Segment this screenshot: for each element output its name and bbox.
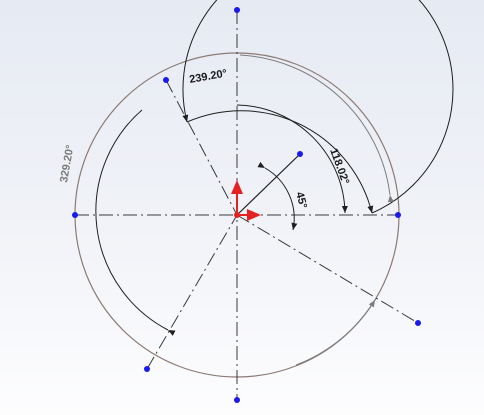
construction-line-lower-left[interactable] [146, 214, 238, 370]
sketch-point-right[interactable] [395, 212, 401, 218]
dimension-label-239[interactable]: 239.20° [188, 68, 228, 86]
dimension-arc-329-lower[interactable] [295, 299, 376, 366]
construction-line-upper-left[interactable] [165, 79, 238, 216]
dimension-label-329[interactable]: 329.20° [58, 144, 76, 184]
construction-line-lower-right[interactable] [236, 214, 419, 324]
dimension-arc-45[interactable] [257, 161, 298, 231]
sketch-point-left[interactable] [72, 212, 78, 218]
sketch-line-45[interactable] [236, 153, 301, 216]
sketch-point-45[interactable] [297, 151, 303, 157]
sketch-point-top[interactable] [234, 7, 240, 13]
dimension-arc-239[interactable] [182, 0, 454, 214]
dimension-arc-239-start [186, 110, 374, 214]
sketch-point-upper-left[interactable] [163, 77, 169, 83]
dimension-arc-329-outer[interactable] [239, 54, 394, 203]
dimension-label-118[interactable]: 118.02° [327, 147, 351, 186]
sketch-point-lower-left[interactable] [144, 366, 150, 372]
dimension-arc-329-left[interactable] [95, 109, 176, 336]
sketch-point-bottom[interactable] [234, 397, 240, 403]
dimension-label-45[interactable]: 45° [293, 191, 309, 210]
sketch-point-lower-right[interactable] [415, 320, 421, 326]
origin-icon[interactable] [231, 180, 261, 221]
dimension-arc-118[interactable] [236, 104, 348, 214]
